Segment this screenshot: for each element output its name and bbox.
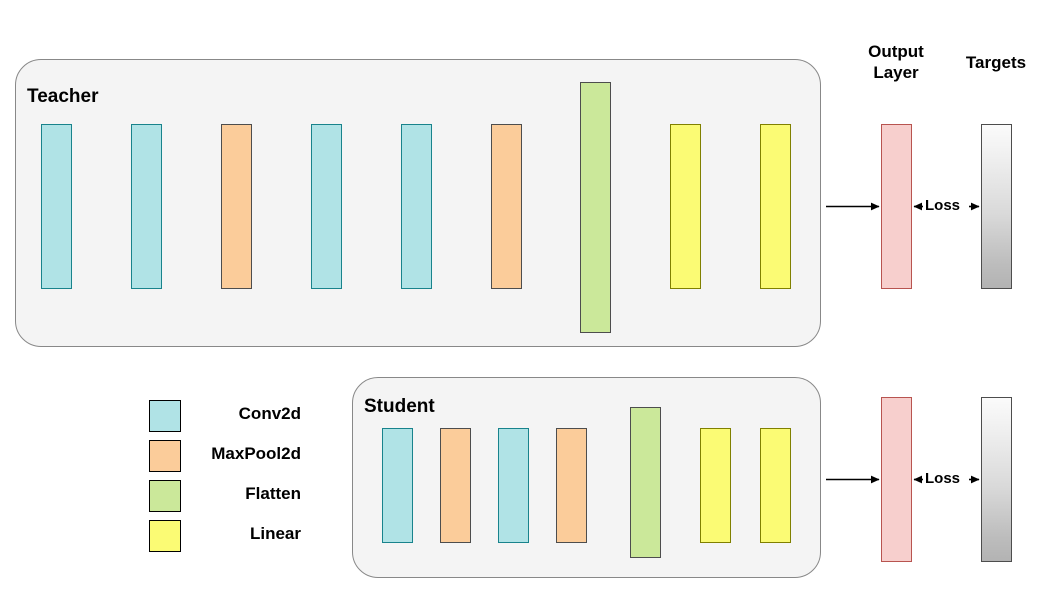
teacher-layer-conv2d-1[interactable] [41,124,72,289]
legend-swatch-linear [149,520,181,552]
teacher-layer-maxpool2d-1[interactable] [221,124,252,289]
student-layer-linear-1[interactable] [700,428,731,543]
output-layer-header: Output Layer [868,42,924,82]
targets-header: Targets [965,53,1027,72]
teacher-layer-maxpool2d-2[interactable] [491,124,522,289]
legend-label-linear: Linear [249,524,301,543]
student-layer-conv2d-1[interactable] [382,428,413,543]
student-layer-conv2d-2[interactable] [498,428,529,543]
legend-label-flatten: Flatten [245,484,301,503]
student-layer-maxpool2d-1[interactable] [440,428,471,543]
teacher-layer-flatten[interactable] [580,82,611,333]
teacher-layer-conv2d-2[interactable] [131,124,162,289]
teacher-loss-label: Loss [925,197,961,214]
student-targets-box[interactable] [981,397,1012,562]
student-layer-maxpool2d-2[interactable] [556,428,587,543]
teacher-layer-linear-2[interactable] [760,124,791,289]
teacher-targets-box[interactable] [981,124,1012,289]
student-output-layer-box[interactable] [881,397,912,562]
student-layer-linear-2[interactable] [760,428,791,543]
student-layer-flatten[interactable] [630,407,661,558]
teacher-layer-conv2d-3[interactable] [311,124,342,289]
student-loss-label: Loss [925,470,961,487]
teacher-layer-conv2d-4[interactable] [401,124,432,289]
legend-swatch-conv2d [149,400,181,432]
student-panel-title: Student [364,396,435,417]
teacher-layer-linear-1[interactable] [670,124,701,289]
legend-label-maxpool2d: MaxPool2d [211,444,301,463]
teacher-panel-title: Teacher [27,86,99,107]
legend-swatch-flatten [149,480,181,512]
teacher-output-layer-box[interactable] [881,124,912,289]
legend-label-conv2d: Conv2d [238,404,301,423]
legend-swatch-maxpool2d [149,440,181,472]
